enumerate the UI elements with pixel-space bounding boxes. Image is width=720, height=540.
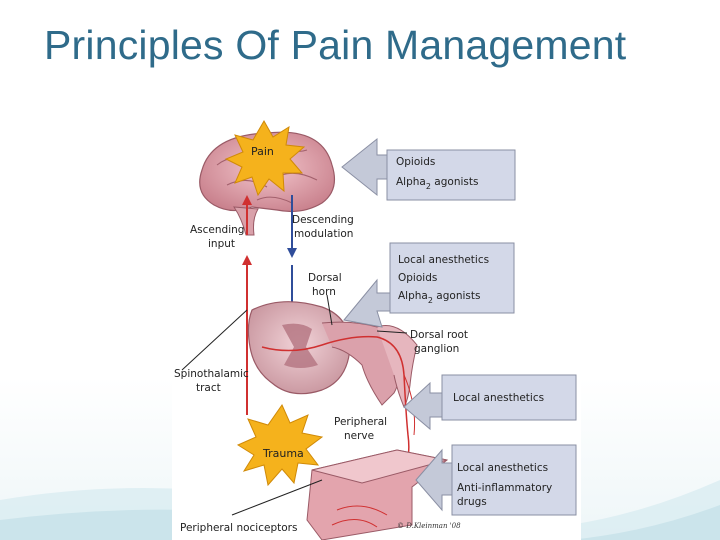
trauma-burst-label: Trauma bbox=[262, 447, 304, 460]
dorsal-root-leader-line bbox=[376, 330, 408, 334]
ascending-arrow-head bbox=[242, 255, 252, 265]
spinothalamic-tract-label: Spinothalamic bbox=[174, 368, 249, 380]
trauma-burst: Trauma bbox=[236, 403, 324, 487]
spinothalamic-leader-line bbox=[181, 309, 248, 371]
dorsal-root-ganglion-label: Dorsal root bbox=[410, 329, 468, 341]
nerve-box-line1: Local anesthetics bbox=[453, 392, 544, 404]
dorsal-horn-label: Dorsal bbox=[308, 272, 342, 284]
pain-burst: Pain bbox=[224, 119, 306, 197]
periphery-drug-box: Local anesthetics Anti-inflammatory drug… bbox=[415, 444, 577, 516]
dorsal-horn-box-arrow bbox=[343, 278, 391, 328]
peripheral-nociceptors-label: Peripheral nociceptors bbox=[180, 522, 297, 534]
dorsal-horn-label-2: horn bbox=[312, 286, 336, 298]
brain-drug-box: Opioids Alpha2 agonists bbox=[341, 137, 516, 201]
dorsal-root-ganglion-label-2: ganglion bbox=[414, 343, 459, 355]
pain-burst-label: Pain bbox=[251, 145, 274, 158]
brain-box-arrow bbox=[341, 137, 388, 197]
dorsal-horn-box-line1: Local anesthetics bbox=[398, 254, 489, 266]
spinal-cord-illustration bbox=[247, 301, 418, 409]
brain-box-line2: Alpha2 agonists bbox=[396, 176, 478, 191]
descending-arrow-head bbox=[287, 248, 297, 258]
brain-box-line1: Opioids bbox=[396, 156, 435, 168]
nerve-drug-box: Local anesthetics bbox=[403, 374, 577, 431]
pain-pathway-diagram: Pain Trauma bbox=[172, 115, 581, 540]
descending-modulation-label: Descending bbox=[292, 214, 354, 226]
dorsal-horn-box-line3: Alpha2 agonists bbox=[398, 290, 480, 305]
skin-tissue-illustration bbox=[306, 449, 449, 540]
peripheral-nerve-label-2: nerve bbox=[344, 430, 374, 442]
copyright-text: © D.Kleinman '08 bbox=[397, 522, 461, 530]
slide-title: Principles Of Pain Management bbox=[44, 22, 627, 68]
periphery-box-line2: Anti-inflammatory bbox=[457, 482, 552, 494]
periphery-box-line3: drugs bbox=[457, 496, 487, 508]
periphery-box-line1: Local anesthetics bbox=[457, 462, 548, 474]
descending-modulation-label-2: modulation bbox=[294, 228, 353, 240]
dorsal-horn-leader-line bbox=[326, 294, 333, 326]
peripheral-nerve-label: Peripheral bbox=[334, 416, 387, 428]
ascending-input-label: Ascending bbox=[190, 224, 244, 236]
nociceptors-leader-line bbox=[231, 479, 323, 516]
spinothalamic-tract-label-2: tract bbox=[196, 382, 221, 394]
dorsal-horn-box-line2: Opioids bbox=[398, 272, 437, 284]
ascending-input-label-2: input bbox=[208, 238, 235, 250]
dorsal-horn-drug-box: Local anesthetics Opioids Alpha2 agonist… bbox=[343, 242, 515, 328]
